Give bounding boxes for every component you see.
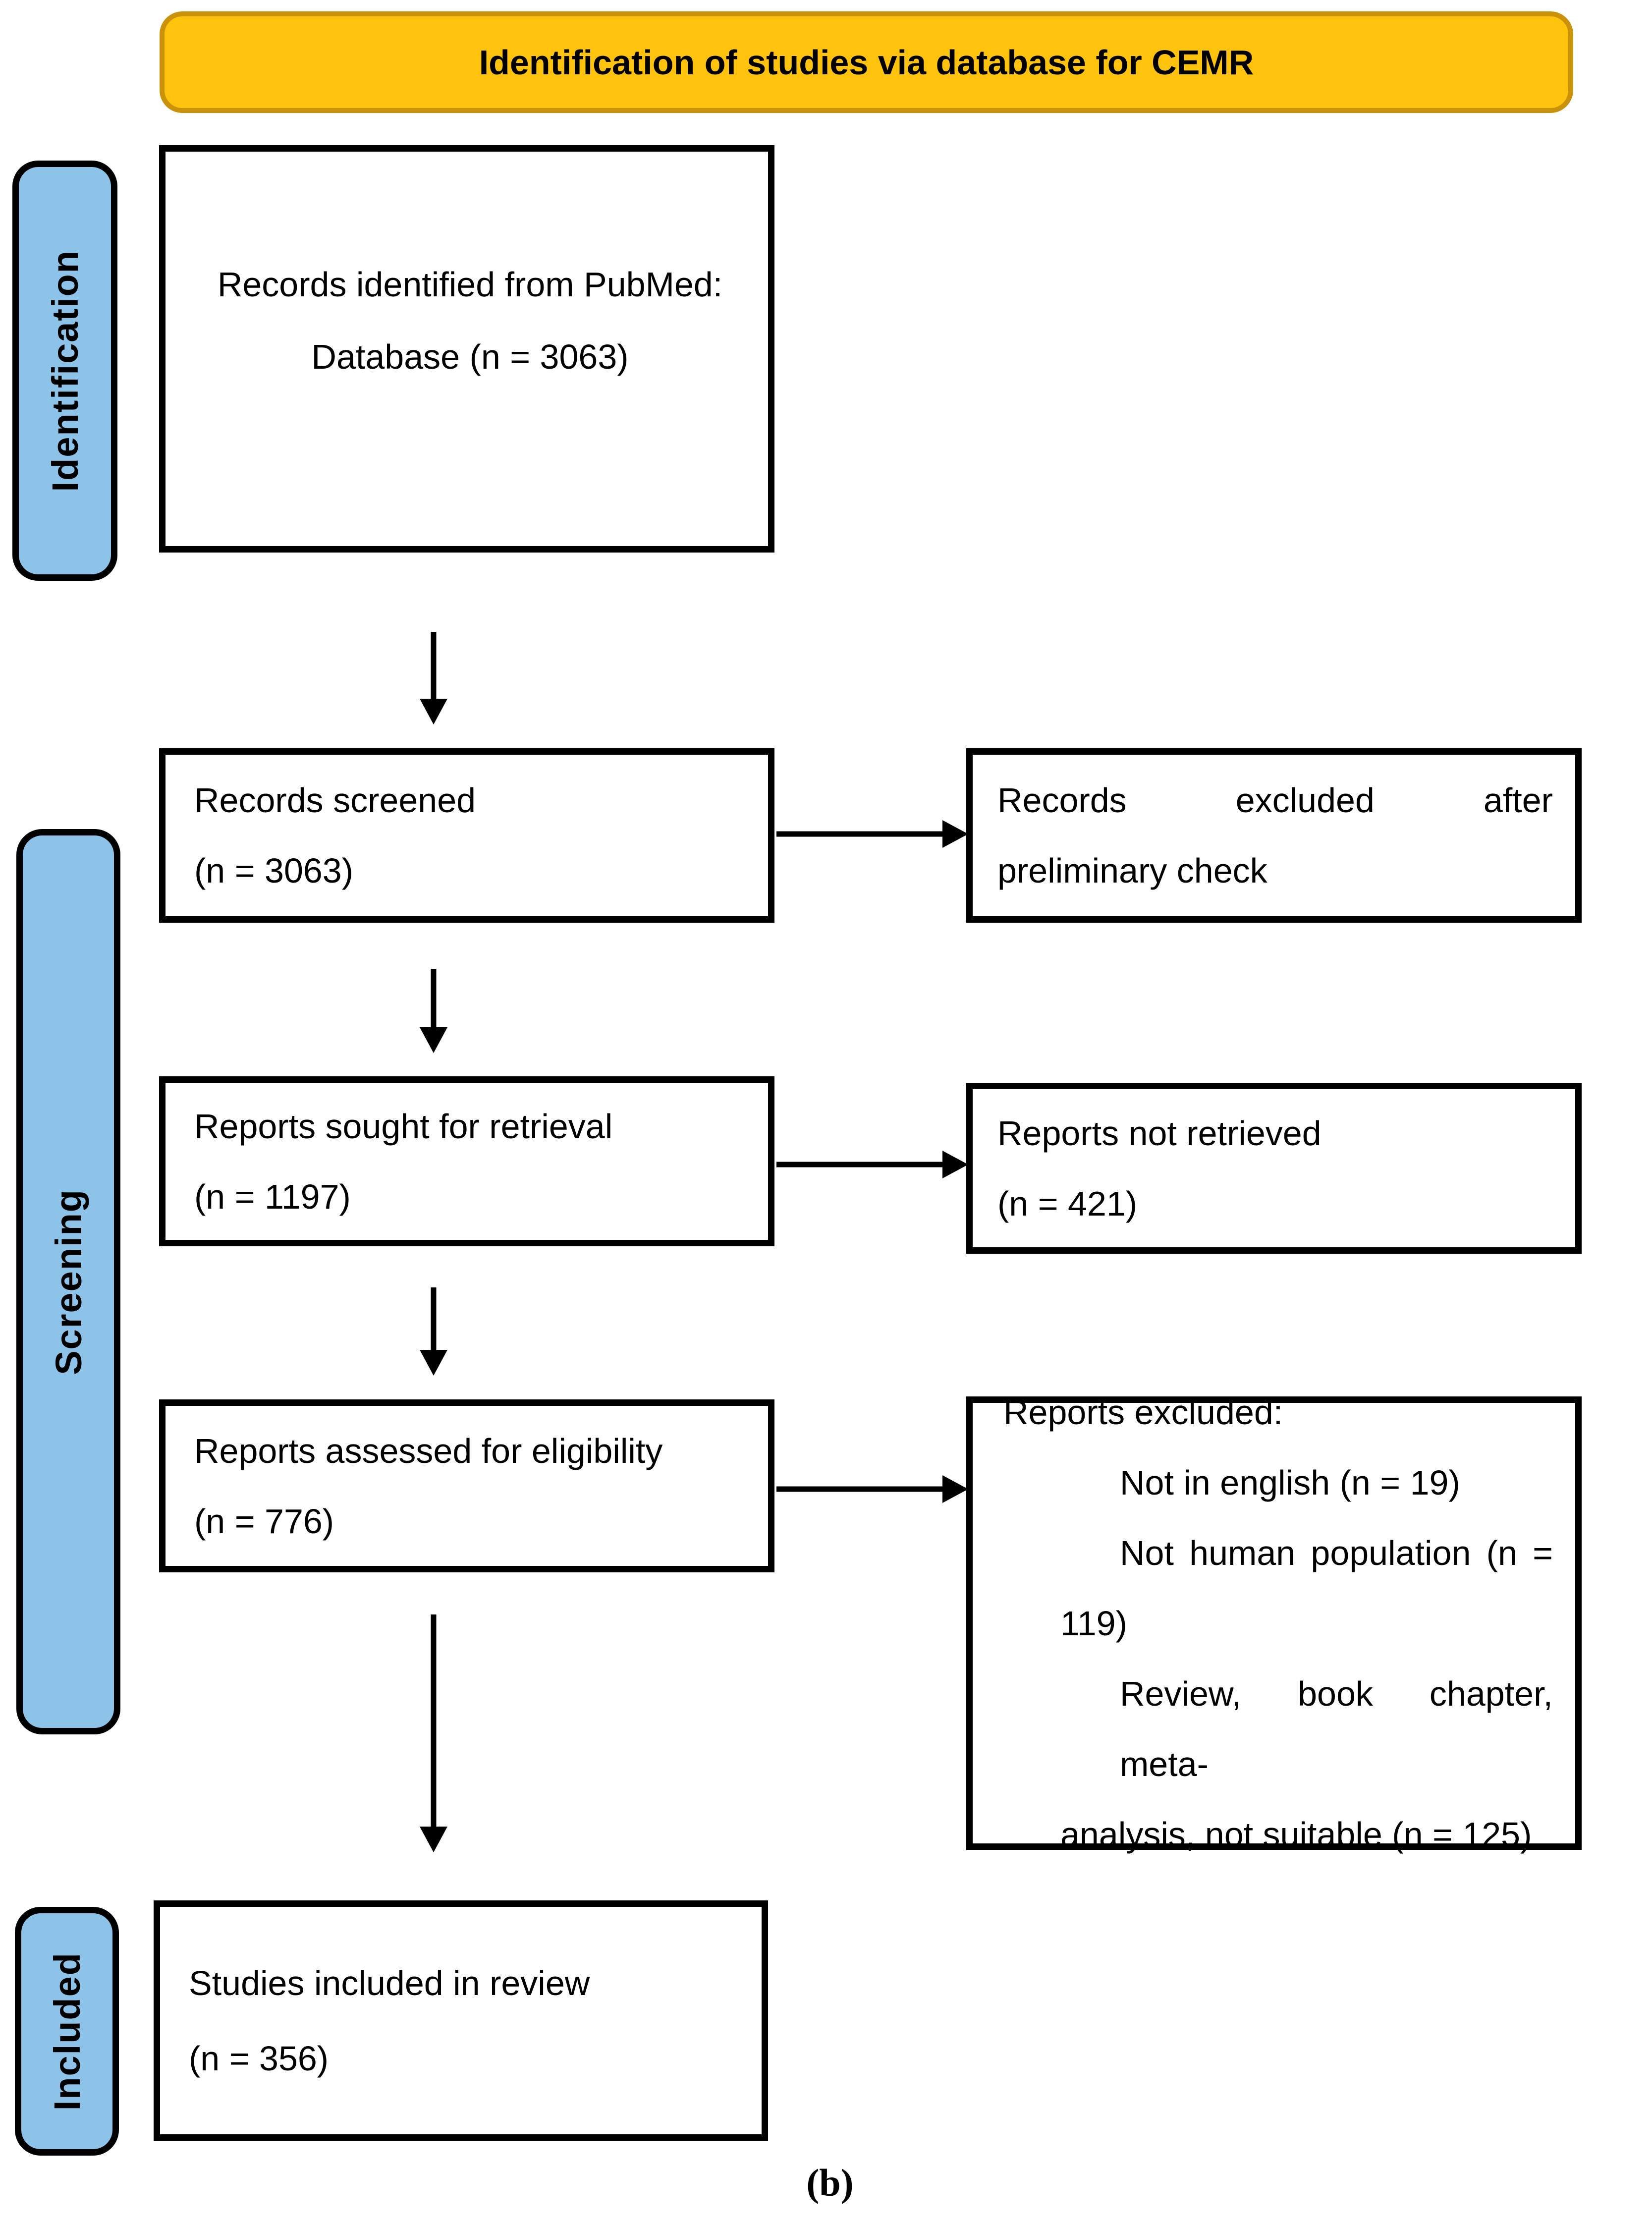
stage-bar-identification-label: Identification [44, 249, 86, 492]
arrow-stem [431, 1287, 437, 1351]
arrow-sought-to-not-retrieved [776, 1151, 968, 1178]
arrow-identified-to-screened [420, 632, 447, 724]
box-studies-included: Studies included in review (n = 356) [154, 1900, 768, 2141]
box-reports-excluded-reason2-line2: 119) [1060, 1604, 1127, 1643]
arrow-stem [776, 831, 943, 837]
box-reports-assessed: Reports assessed for eligibility (n = 77… [159, 1399, 774, 1572]
stage-bar-screening-label: Screening [48, 1188, 89, 1375]
box-reports-sought: Reports sought for retrieval (n = 1197) [159, 1076, 774, 1246]
title-banner: Identification of studies via database f… [160, 11, 1573, 113]
box-reports-assessed-line1: Reports assessed for eligibility [194, 1431, 663, 1470]
arrow-screened-to-sought [420, 969, 447, 1053]
box-records-excluded-preliminary-line1: Records excluded after [997, 781, 1553, 820]
arrow-stem [431, 632, 437, 700]
arrow-stem [431, 969, 437, 1028]
box-reports-excluded: Reports excluded: Not in english (n = 19… [966, 1393, 1582, 1854]
box-records-identified-line1: Records identified from PubMed: [217, 265, 723, 304]
box-records-screened-line2: (n = 3063) [194, 851, 354, 890]
box-studies-included-line2: (n = 356) [189, 2039, 329, 2078]
box-reports-excluded-reason1: Not in english (n = 19) [1120, 1463, 1460, 1502]
box-reports-excluded-reason3-line2: analysis, not suitable (n = 125) [1060, 1815, 1532, 1854]
stage-bar-identification: Identification [12, 161, 117, 581]
stage-bar-included-label: Included [46, 1951, 88, 2111]
arrow-stem [431, 1614, 437, 1828]
arrow-stem [776, 1486, 943, 1492]
arrow-stem [776, 1162, 943, 1167]
box-reports-not-retrieved: Reports not retrieved (n = 421) [966, 1083, 1582, 1254]
box-reports-excluded-reason2-line1: Not human population (n = [1120, 1533, 1553, 1572]
arrow-assessed-to-included [420, 1614, 447, 1852]
arrow-sought-to-assessed [420, 1287, 447, 1376]
box-reports-sought-line1: Reports sought for retrieval [194, 1107, 613, 1146]
stage-bar-screening: Screening [16, 829, 120, 1734]
box-records-excluded-preliminary-line2: preliminary check [997, 851, 1267, 890]
box-reports-assessed-line2: (n = 776) [194, 1501, 334, 1541]
arrow-assessed-to-excluded [776, 1475, 968, 1503]
arrow-head-right-icon [942, 820, 968, 848]
box-studies-included-line1: Studies included in review [189, 1963, 590, 2002]
title-banner-label: Identification of studies via database f… [479, 43, 1254, 82]
box-records-excluded-preliminary: Records excluded after preliminary check [966, 748, 1582, 923]
stage-bar-included: Included [15, 1907, 119, 2156]
arrow-head-down-icon [420, 1027, 447, 1053]
box-records-screened: Records screened (n = 3063) [159, 748, 774, 923]
arrow-head-down-icon [420, 699, 447, 724]
box-records-screened-line1: Records screened [194, 781, 476, 820]
box-records-identified: Records identified from PubMed: Database… [159, 145, 774, 553]
box-reports-excluded-heading: Reports excluded: [1003, 1392, 1283, 1432]
arrow-head-down-icon [420, 1827, 447, 1852]
arrow-head-right-icon [942, 1475, 968, 1503]
box-reports-not-retrieved-line1: Reports not retrieved [997, 1113, 1322, 1153]
box-reports-not-retrieved-line2: (n = 421) [997, 1184, 1138, 1223]
box-reports-sought-line2: (n = 1197) [194, 1177, 351, 1216]
figure-caption: (b) [806, 2161, 854, 2204]
arrow-head-down-icon [420, 1350, 447, 1376]
arrow-screened-to-excluded [776, 820, 968, 848]
box-records-identified-line2: Database (n = 3063) [311, 337, 629, 376]
arrow-head-right-icon [942, 1151, 968, 1178]
box-reports-excluded-reason3-line1: Review, book chapter, meta- [1120, 1674, 1553, 1783]
